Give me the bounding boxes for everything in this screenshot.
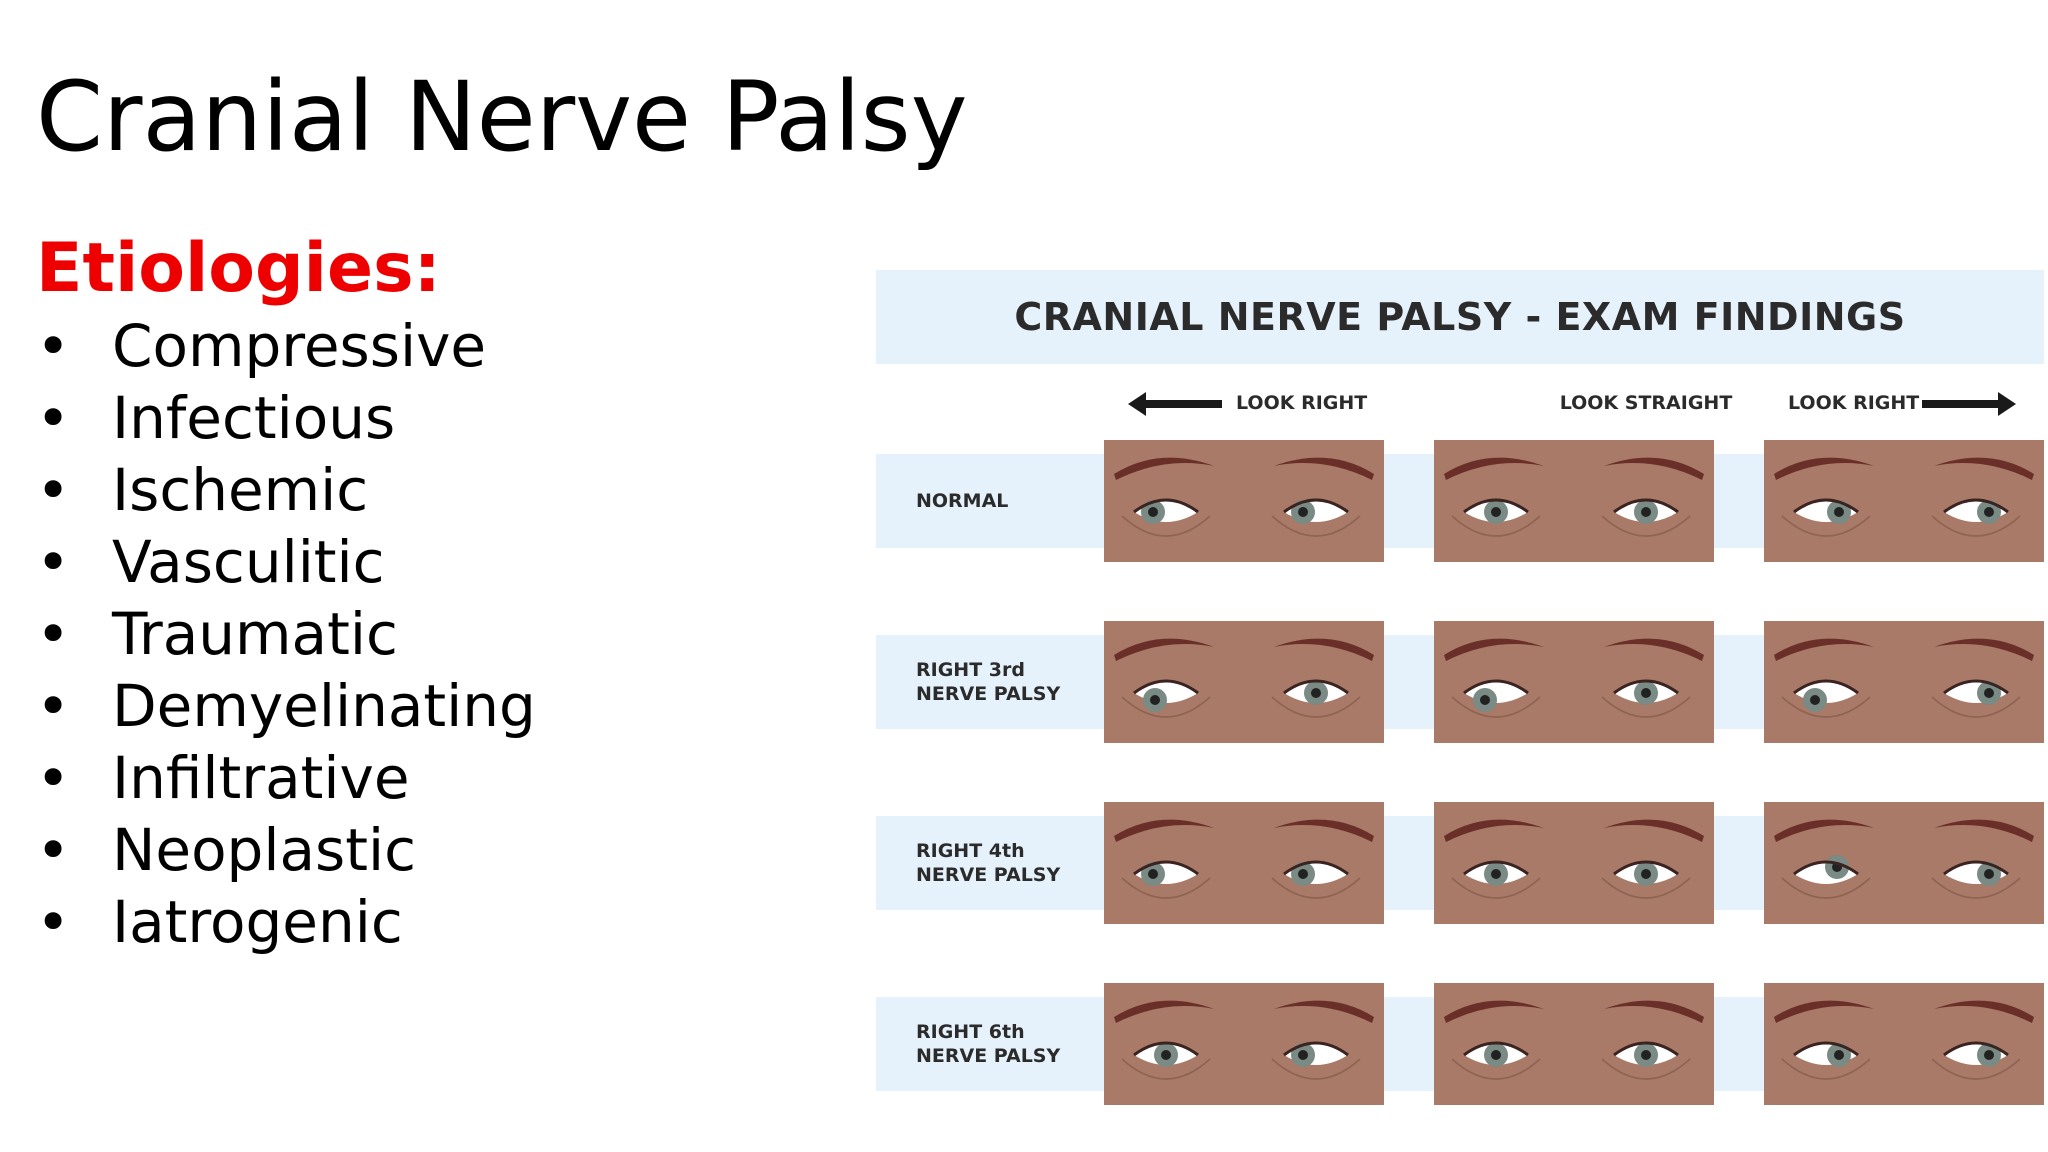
patient-right-eye [1781, 679, 1871, 718]
patient-left-eye [1271, 1041, 1361, 1080]
bullet-icon: • [36, 384, 71, 452]
pupil [1641, 507, 1651, 517]
eyes-illustration [1764, 983, 2044, 1105]
etiology-text: Ischemic [112, 456, 369, 524]
exam-findings-figure: CRANIAL NERVE PALSY - EXAM FINDINGS LOOK… [876, 270, 2044, 1110]
patient-right-eye [1121, 1041, 1211, 1080]
patient-right-eye [1781, 498, 1871, 537]
etiology-text: Infectious [112, 384, 396, 452]
pupil [1491, 869, 1501, 879]
pupil [1148, 507, 1158, 517]
patient-left-eye [1931, 860, 2021, 899]
pupil [1641, 1050, 1651, 1060]
column-header-look-straight: LOOK STRAIGHT [1559, 392, 1733, 414]
arrow-right-icon [1922, 392, 2016, 416]
etiology-text: Iatrogenic [112, 888, 403, 956]
row-label-line: NERVE PALSY [916, 864, 1061, 886]
patient-right-eye [1121, 679, 1211, 718]
pupil [1298, 869, 1308, 879]
pupil [1298, 1050, 1308, 1060]
patient-right-eye [1121, 860, 1211, 899]
eyes-illustration [1764, 621, 2044, 743]
slide-title: Cranial Nerve Palsy [36, 61, 968, 173]
column-header-look-right-right: LOOK RIGHT [1788, 392, 1920, 414]
row-label-line: RIGHT 3rd [916, 659, 1025, 681]
pupil [1984, 869, 1994, 879]
figure-title: CRANIAL NERVE PALSY - EXAM FINDINGS [1014, 295, 1906, 339]
bullet-icon: • [36, 816, 71, 884]
patient-left-eye [1931, 498, 2021, 537]
patient-right-eye [1451, 1041, 1541, 1080]
pupil [1480, 695, 1490, 705]
patient-left-eye [1271, 679, 1361, 718]
row-label-line: RIGHT 4th [916, 840, 1025, 862]
bullet-icon: • [36, 456, 71, 524]
patient-left-eye [1601, 679, 1691, 718]
patient-right-eye [1451, 860, 1541, 899]
row-label-line: NERVE PALSY [916, 683, 1061, 705]
bullet-icon: • [36, 312, 71, 380]
patient-left-eye [1931, 679, 2021, 718]
pupil [1984, 688, 1994, 698]
row-label-line: NORMAL [916, 490, 1009, 512]
eyes-illustration [1104, 802, 1384, 924]
bullet-icon: • [36, 672, 71, 740]
pupil [1834, 507, 1844, 517]
eyes-illustration [1104, 440, 1384, 562]
etiology-text: Vasculitic [112, 528, 385, 596]
patient-right-eye [1451, 679, 1541, 718]
arrow-left-icon [1128, 392, 1222, 416]
pupil [1641, 869, 1651, 879]
patient-left-eye [1271, 860, 1361, 899]
patient-right-eye [1451, 498, 1541, 537]
eyes-illustration [1104, 983, 1384, 1105]
pupil [1834, 1050, 1844, 1060]
pupil [1150, 695, 1160, 705]
patient-right-eye [1121, 498, 1211, 537]
eyes-illustration [1764, 440, 2044, 562]
patient-left-eye [1601, 860, 1691, 899]
eyes-illustration [1434, 440, 1714, 562]
etiology-text: Neoplastic [112, 816, 416, 884]
pupil [1161, 1050, 1171, 1060]
pupil [1311, 688, 1321, 698]
eyes-illustration [1104, 621, 1384, 743]
pupil [1491, 507, 1501, 517]
figure-title-banner [876, 270, 2044, 364]
pupil [1641, 688, 1651, 698]
row-label-line: RIGHT 6th [916, 1021, 1025, 1043]
pupil [1984, 1050, 1994, 1060]
patient-left-eye [1601, 1041, 1691, 1080]
etiology-text: Demyelinating [112, 672, 536, 740]
pupil [1810, 695, 1820, 705]
pupil [1984, 507, 1994, 517]
eyes-illustration [1434, 621, 1714, 743]
pupil [1298, 507, 1308, 517]
bullet-icon: • [36, 744, 71, 812]
row-label-line: NERVE PALSY [916, 1045, 1061, 1067]
etiologies-heading: Etiologies: [36, 229, 441, 308]
column-header-look-right-left: LOOK RIGHT [1236, 392, 1368, 414]
pupil [1491, 1050, 1501, 1060]
patient-left-eye [1601, 498, 1691, 537]
etiology-text: Compressive [112, 312, 487, 380]
row-label: NORMAL [916, 489, 1008, 513]
etiology-text: Infiltrative [112, 744, 410, 812]
etiology-text: Traumatic [112, 600, 398, 668]
eyes-illustration [1434, 983, 1714, 1105]
patient-left-eye [1931, 1041, 2021, 1080]
bullet-icon: • [36, 600, 71, 668]
eyes-illustration [1434, 802, 1714, 924]
bullet-icon: • [36, 888, 71, 956]
patient-left-eye [1271, 498, 1361, 537]
pupil [1148, 869, 1158, 879]
bullet-icon: • [36, 528, 71, 596]
patient-right-eye [1781, 855, 1871, 899]
patient-right-eye [1781, 1041, 1871, 1080]
eyes-illustration [1764, 802, 2044, 924]
